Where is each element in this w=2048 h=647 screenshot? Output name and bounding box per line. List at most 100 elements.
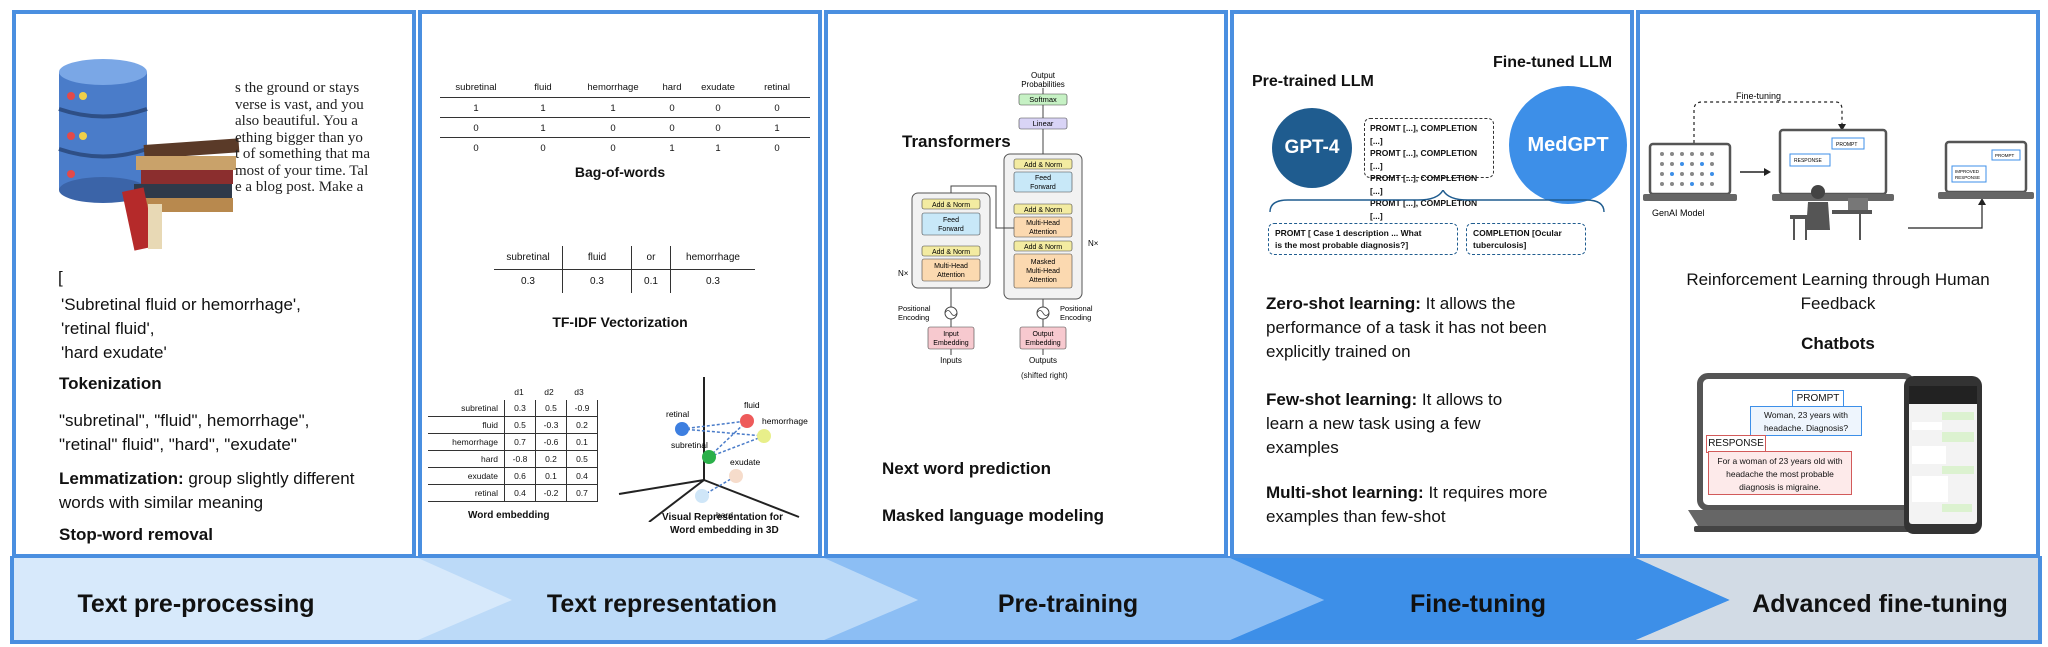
bow-cell: 1: [610, 103, 616, 114]
bow-cell: 0: [610, 143, 616, 154]
embedding-value: 0.4: [567, 468, 598, 484]
panel-pretraining: Transformers Output Probabilities Softma…: [824, 10, 1228, 558]
point-fluid: [740, 414, 754, 428]
phrase-item: 'retinal fluid',: [61, 319, 155, 338]
label-hemorrhage: hemorrhage: [762, 416, 808, 426]
embedding-word: subretinal: [428, 400, 505, 416]
embedding-value: 0.5: [567, 451, 598, 467]
tfidf-value: 0.3: [706, 276, 720, 287]
masked-language-modeling: Masked language modeling: [882, 506, 1104, 525]
point-subretinal: [702, 450, 716, 464]
dec-feed-forward: [1013, 171, 1073, 193]
enc-ff-label-2: Forward: [938, 226, 964, 233]
embedding-value: -0.8: [505, 451, 536, 467]
promt-case-box: PROMT [ Case 1 description ... What is t…: [1268, 223, 1458, 255]
database-books-illustration: [58, 59, 240, 251]
small-prompt-label: PROMPT: [1836, 142, 1857, 148]
label-hard: hard: [716, 510, 733, 520]
embedding-value: -0.9: [567, 400, 598, 416]
tfidf-header: hemorrhage: [686, 252, 740, 263]
enc-mha-label-1: Multi-Head: [934, 263, 968, 270]
bow-header: subretinal: [455, 82, 497, 93]
multi-shot-line-1: Multi-shot learning: It requires more: [1266, 483, 1548, 503]
embedding-value: 0.2: [536, 451, 567, 467]
tfidf-header: fluid: [563, 246, 632, 269]
book-text-line: verse is vast, and you: [235, 96, 364, 113]
dec-masked-mha: [1013, 253, 1073, 289]
stopword-title: Stop-word removal: [59, 525, 213, 544]
output-emb-label-2: Embedding: [1025, 340, 1061, 347]
chatbot-prompt-line: headache. Diagnosis?: [1763, 423, 1849, 433]
stage-label: Fine-tuning: [1410, 590, 1546, 618]
multi-shot-title: Multi-shot learning:: [1266, 483, 1424, 502]
few-shot-text: It allows to: [1421, 390, 1503, 409]
rlhf-label-2: Feedback: [1800, 294, 1876, 313]
tokenization-title: Tokenization: [59, 374, 162, 393]
bow-header: retinal: [764, 82, 790, 93]
bow-cell: 0: [715, 103, 721, 114]
promt-case-line: PROMT [ Case 1 description ... What: [1275, 228, 1422, 238]
genai-laptop-icon: [1643, 142, 1737, 201]
embedding-value: 0.1: [536, 468, 567, 484]
multi-shot-line-2: examples than few-shot: [1266, 507, 1446, 526]
transformers-title: Transformers: [902, 132, 1011, 151]
bow-cell: 1: [473, 103, 479, 114]
bow-cell: 1: [715, 143, 721, 154]
gpt4-bubble: GPT-4: [1272, 108, 1352, 188]
chatbot-prompt-text: Woman, 23 years with headache. Diagnosis…: [1750, 406, 1862, 436]
bow-header: hard: [662, 82, 682, 93]
dec-ff-label-2: Forward: [1030, 184, 1056, 191]
arrow-segment-1: [14, 558, 512, 640]
dec-add-norm-2: [1013, 203, 1073, 215]
tfidf-value: 0.3: [563, 270, 632, 293]
dec-mha-label-2: Attention: [1029, 229, 1057, 236]
zero-shot-line-3: explicitly trained on: [1266, 342, 1411, 361]
embedding-header: d3: [574, 387, 584, 397]
embedding-value: -0.3: [536, 417, 567, 433]
enc-pos-label-2: Encoding: [898, 313, 929, 322]
bow-cell: 1: [774, 123, 780, 134]
chatbot-response-line: For a woman of 23 years old with: [1717, 456, 1843, 466]
medgpt-bubble: MedGPT: [1509, 86, 1627, 204]
stage-label: Advanced fine-tuning: [1752, 590, 2008, 618]
bow-header-row: subretinal fluid hemorrhage hard exudate…: [440, 82, 810, 98]
lemmatization-text: group slightly different: [188, 469, 355, 488]
tokens-line: "retinal" fluid", "hard", "exudate": [59, 435, 297, 454]
embedding-value: -0.6: [536, 434, 567, 450]
label-subretinal: subretinal: [671, 440, 708, 450]
brace-connector: [1269, 190, 1605, 213]
enc-feed-forward: [921, 212, 981, 236]
panel-text-representation: subretinal fluid hemorrhage hard exudate…: [418, 10, 822, 558]
promt-line: PROMT [...], COMPLETION [...]: [1370, 198, 1478, 221]
point-hemorrhage: [757, 429, 771, 443]
output-probs-label: Output: [1031, 71, 1056, 80]
enc-multi-head: [921, 258, 981, 282]
enc-nx-label: N×: [898, 269, 909, 278]
zero-shot-title: Zero-shot learning:: [1266, 294, 1421, 313]
embedding-word: hemorrhage: [428, 434, 505, 450]
zero-shot-line-2: performance of a task it has not been: [1266, 318, 1547, 337]
bow-caption: Bag-of-words: [574, 164, 666, 180]
tfidf-table: subretinal fluid or hemorrhage 0.3 0.3 0…: [494, 246, 755, 293]
human-feedback-person-icon: [1790, 185, 1872, 240]
database-icon: [58, 59, 148, 203]
dec-masked-label-1: Masked: [1031, 259, 1056, 266]
embedding-header: d2: [544, 387, 554, 397]
stage-label: Pre-training: [998, 590, 1138, 618]
arrow-segment-5: [1636, 558, 2038, 640]
dec-multi-head: [1013, 216, 1073, 238]
transformer-architecture-diagram: Output Probabilities Softmax Linear Add …: [898, 71, 1099, 365]
embedding-word: retinal: [428, 485, 505, 501]
feedback-laptop-icon: PROMPT RESPONSE: [1772, 128, 1894, 201]
few-shot-line-1: Few-shot learning: It allows to: [1266, 390, 1502, 410]
completion-box: COMPLETION [Ocular tuberculosis]: [1466, 223, 1586, 255]
lemmatization-title: Lemmatization:: [59, 469, 184, 488]
book-text-line: ething bigger than yo: [235, 129, 363, 146]
bow-header: hemorrhage: [587, 82, 639, 93]
promt-line: PROMT [...], COMPLETION [...]: [1370, 148, 1478, 171]
bow-cell: 0: [540, 143, 546, 154]
